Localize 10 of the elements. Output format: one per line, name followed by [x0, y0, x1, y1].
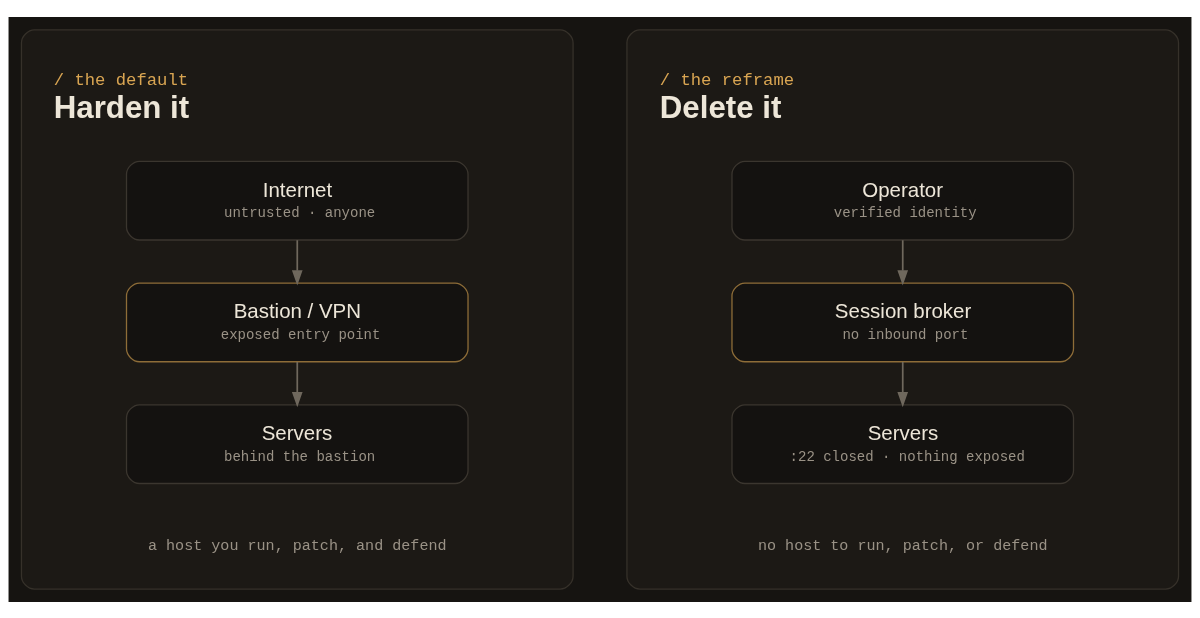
node-box: Internet untrusted · anyone: [125, 160, 469, 241]
arrow: [291, 238, 303, 286]
node-box: Session broker no inbound port: [731, 281, 1075, 362]
node-box: Operator verified identity: [731, 160, 1075, 241]
arrow: [897, 238, 909, 286]
arrow: [897, 360, 909, 407]
node-box: Bastion / VPN exposed entry point: [125, 281, 469, 362]
node-box: Servers :22 closed · nothing exposed: [731, 403, 1075, 484]
node-box: Servers behind the bastion: [125, 403, 469, 484]
arrow: [291, 360, 303, 407]
